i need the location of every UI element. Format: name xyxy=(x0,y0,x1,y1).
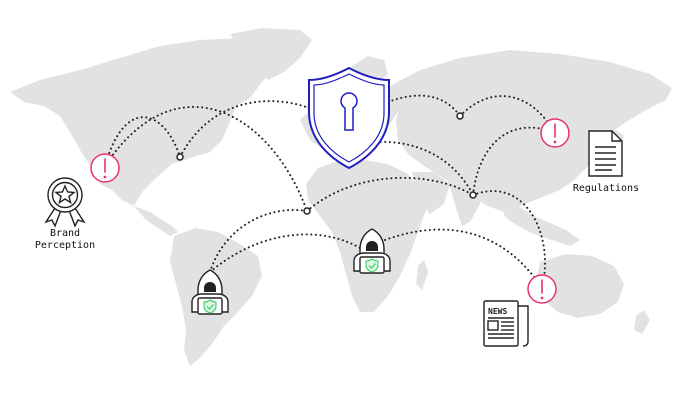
se-asia-shape xyxy=(500,204,580,246)
connection-arcs xyxy=(104,94,555,289)
network-node-icon xyxy=(303,207,311,215)
arc-shield-to-node-se xyxy=(375,140,474,196)
document-icon xyxy=(588,130,623,177)
india-shape xyxy=(448,178,486,226)
brand-perception-line-1: Brand xyxy=(49,228,81,239)
arc-node-se-to-alert-east xyxy=(472,126,555,196)
network-node-icon xyxy=(456,112,464,120)
network-node-icon xyxy=(176,153,184,161)
newspaper-icon xyxy=(483,300,529,347)
greenland-shape xyxy=(230,28,312,80)
north-america-shape xyxy=(10,38,290,206)
network-node-icon xyxy=(469,191,477,199)
central-america-shape xyxy=(134,206,178,236)
alert-icon xyxy=(527,274,557,304)
hacker-icon xyxy=(191,269,229,315)
newspaper-title: NEWS xyxy=(488,307,507,316)
brand-perception-label: Brand Perception xyxy=(25,228,105,252)
australia-shape xyxy=(536,254,624,318)
arc-hacker-sa-to-hacker-africa xyxy=(209,233,361,273)
arabia-shape xyxy=(412,172,450,214)
alert-icon xyxy=(540,118,570,148)
shield-keyhole-icon xyxy=(308,66,390,170)
badge-star-icon xyxy=(44,177,86,228)
alert-icon xyxy=(90,153,120,183)
arc-shield-to-node-asia xyxy=(387,94,461,117)
asia-shape xyxy=(390,50,672,212)
arc-node-se-to-alert-au xyxy=(472,190,546,289)
brand-perception-line-2: Perception xyxy=(34,240,96,251)
regulations-label: Regulations xyxy=(572,183,640,194)
arc-node-na-to-shield xyxy=(179,100,319,158)
madagascar-shape xyxy=(416,260,428,290)
arc-node-africa-to-node-se xyxy=(306,176,474,212)
arc-node-asia-to-alert-east xyxy=(459,95,555,133)
new-zealand-shape xyxy=(634,310,650,334)
arc-alert-na-to-node-na xyxy=(104,116,181,167)
hacker-icon xyxy=(353,228,391,274)
network-nodes xyxy=(176,112,477,215)
